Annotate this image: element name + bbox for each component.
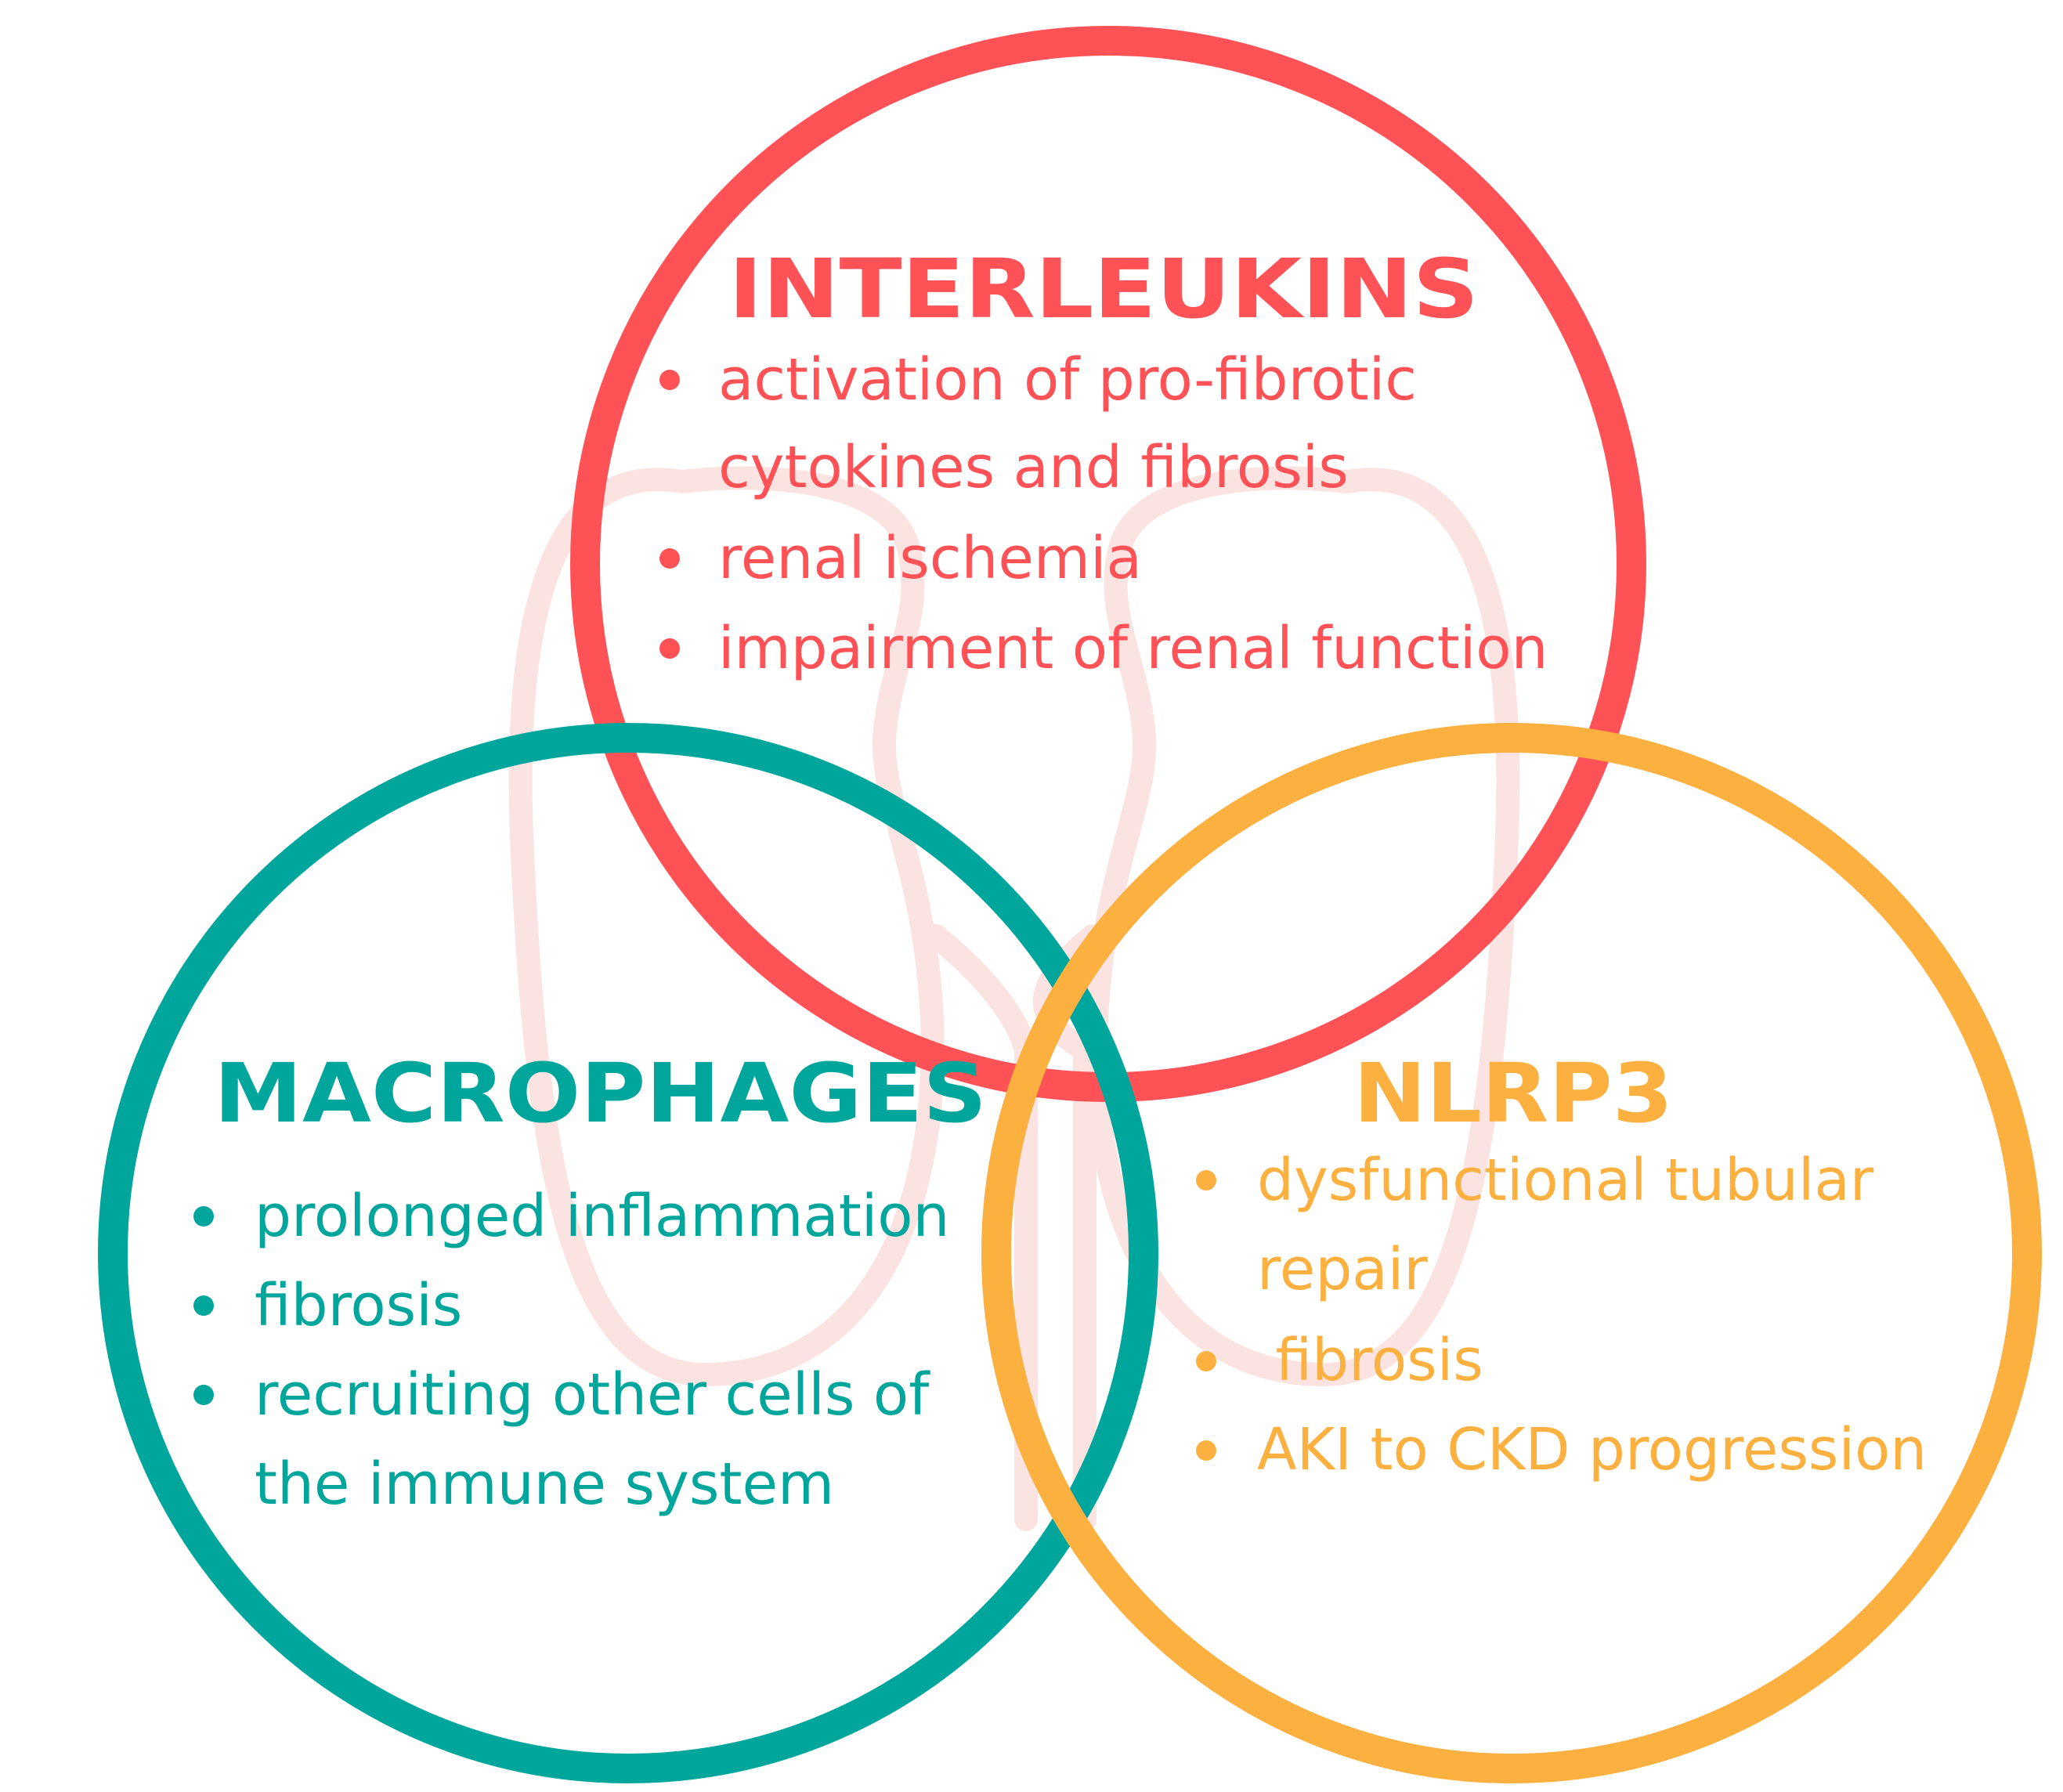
interleukins-bullet-1 xyxy=(659,370,680,390)
macrophages-bullet-3 xyxy=(193,1385,214,1405)
interleukins-bullet-2 xyxy=(659,548,680,569)
macrophages-circle xyxy=(98,723,1158,1783)
macrophages-bullet-1 xyxy=(193,1206,214,1227)
macrophages-item-2: fibrosis xyxy=(255,1272,462,1339)
nlrp3-title: NLRP3 xyxy=(1353,1046,1673,1141)
kidneys-watermark xyxy=(508,466,1520,1531)
macrophages-bullet-2 xyxy=(193,1295,214,1316)
macrophages-title: MACROPHAGES xyxy=(214,1046,987,1141)
left-kidney-outline xyxy=(508,466,945,1386)
interleukins-item-1-line-1: activation of pro-fibrotic xyxy=(718,346,1417,414)
nlrp3-circle xyxy=(981,723,2042,1783)
nlrp3-item-1-line-1: dysfunctional tubular xyxy=(1257,1147,1874,1214)
nlrp3-bullet-2 xyxy=(1196,1351,1216,1371)
nlrp3-item-2: fibrosis xyxy=(1257,1327,1483,1394)
nlrp3-item-1-line-2: repair xyxy=(1257,1236,1428,1303)
interleukins-item-1-line-2: cytokines and fibrosis xyxy=(718,434,1349,501)
interleukins-item-3: impairment of renal function xyxy=(718,615,1548,682)
interleukins-bullet-3 xyxy=(659,638,680,659)
nlrp3-bullet-1 xyxy=(1196,1170,1216,1190)
macrophages-item-1: prolonged inflammation xyxy=(255,1183,949,1250)
left-ureter xyxy=(924,924,1038,1531)
interleukins-title: INTERLEUKINS xyxy=(728,241,1479,337)
interleukins-item-2: renal ischemia xyxy=(718,525,1142,592)
macrophages-item-3-line-2: the immune system xyxy=(255,1451,834,1518)
right-ureter xyxy=(1032,924,1104,1531)
macrophages-item-3-line-1: recruiting other cells of xyxy=(255,1361,930,1429)
nlrp3-bullet-3 xyxy=(1196,1440,1216,1461)
nlrp3-item-3: AKI to CKD progression xyxy=(1257,1416,1927,1483)
